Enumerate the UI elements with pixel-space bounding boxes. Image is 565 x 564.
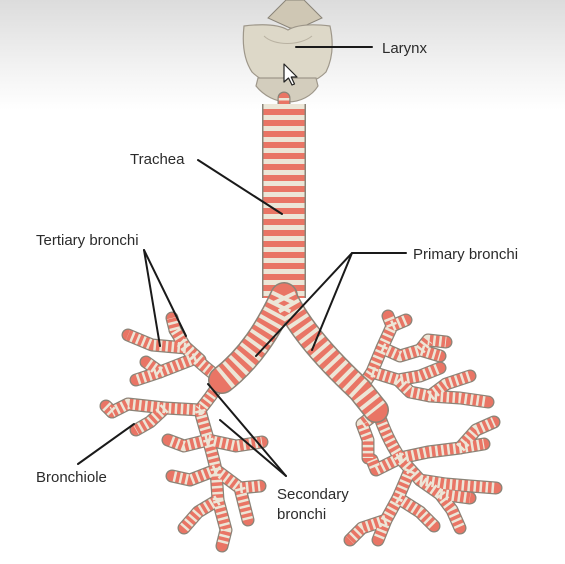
secondary-leader-2 xyxy=(219,419,287,477)
labels: Larynx Trachea Tertiary bronchi Primary … xyxy=(36,40,518,523)
tertiary-leader-2 xyxy=(143,249,187,337)
primary-leader-2 xyxy=(311,252,353,351)
leader-lines xyxy=(77,46,407,477)
airway-tree xyxy=(106,98,496,546)
tertiary-leader-1 xyxy=(143,249,161,347)
larynx-label: Larynx xyxy=(382,40,428,57)
trachea-leader xyxy=(197,159,283,215)
tertiary-bronchi-label: Tertiary bronchi xyxy=(36,232,139,249)
primary-bronchi-label: Primary bronchi xyxy=(413,246,518,263)
primary-bronchi xyxy=(208,282,389,423)
bronchiole-label: Bronchiole xyxy=(36,469,107,486)
secondary-leader-1 xyxy=(207,383,287,477)
trachea-label: Trachea xyxy=(130,151,185,168)
mouse-pointer-icon xyxy=(283,63,298,86)
bronchiole-leader xyxy=(77,423,135,465)
secondary-bronchi-label-line1: Secondary xyxy=(277,486,349,503)
larynx-structure xyxy=(242,0,333,103)
secondary-bronchi-label-line2: bronchi xyxy=(277,506,326,523)
